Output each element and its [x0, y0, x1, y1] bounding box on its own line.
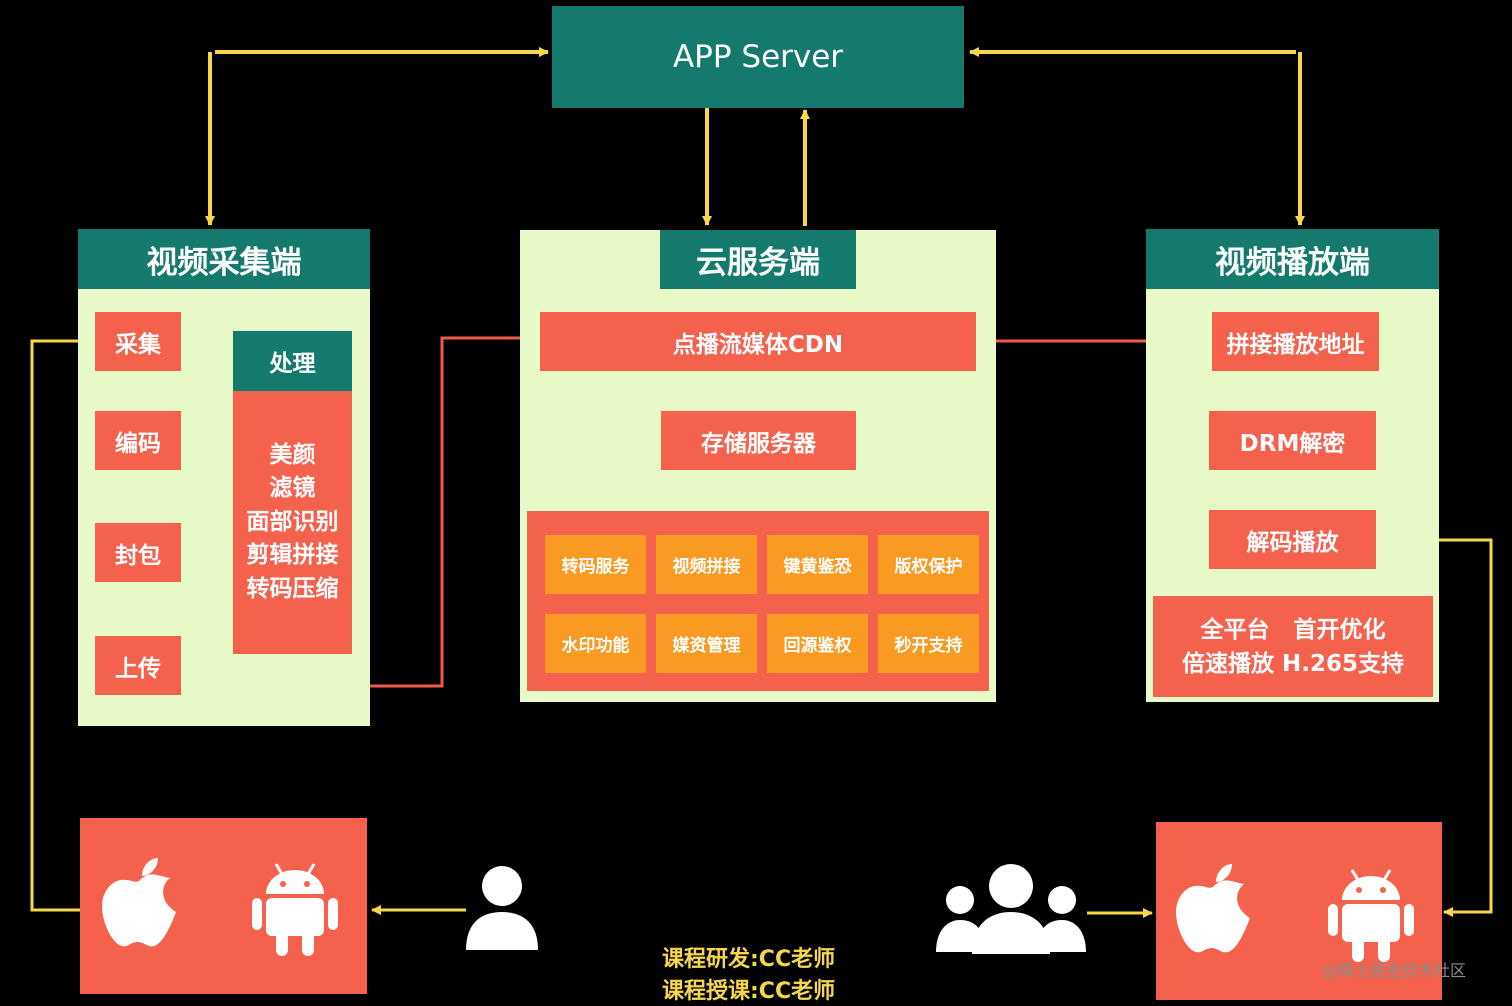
decode-step: 解码播放	[1209, 510, 1376, 569]
process-item: 美颜	[269, 441, 316, 468]
android-icon	[1328, 869, 1414, 962]
service-tile: 版权保护	[878, 535, 979, 594]
apple-icon	[102, 858, 176, 947]
footer-teaching: 课程授课:CC老师	[662, 979, 836, 1004]
service-tile: 水印功能	[545, 614, 646, 673]
app-server-box: APP Server	[552, 6, 964, 108]
cdn-box: 点播流媒体CDN	[540, 312, 976, 371]
service-tile: 回源鉴权	[767, 614, 868, 673]
cloud-title: 云服务端	[660, 230, 856, 289]
user-icon	[466, 866, 538, 950]
process-item: 转码压缩	[246, 575, 339, 602]
android-icon	[252, 863, 338, 956]
capture-title: 视频采集端	[78, 229, 370, 289]
service-tile: 媒资管理	[656, 614, 757, 673]
storage-box: 存储服务器	[661, 411, 856, 470]
splice-url-step: 拼接播放地址	[1212, 312, 1379, 371]
process-item: 滤镜	[269, 475, 316, 502]
process-item: 面部识别	[246, 508, 339, 535]
left-devices-box	[80, 818, 367, 994]
footer-credits: 课程研发:CC老师 课程授课:CC老师	[662, 944, 835, 1006]
service-tile: 键黄鉴恐	[767, 535, 868, 594]
player-title: 视频播放端	[1146, 229, 1439, 289]
process-list: 美颜 滤镜 面部识别 剪辑拼接 转码压缩	[233, 391, 352, 654]
collect-step: 采集	[95, 312, 181, 371]
encode-step: 编码	[95, 411, 181, 470]
process-title: 处理	[233, 331, 352, 391]
service-tile: 秒开支持	[878, 614, 979, 673]
apple-icon	[1176, 864, 1250, 953]
users-group-icon	[936, 864, 1086, 954]
upload-step: 上传	[95, 636, 181, 695]
watermark: @稀土掘金技术社区	[1322, 961, 1467, 980]
package-step: 封包	[95, 523, 181, 582]
footer-research: 课程研发:CC老师	[662, 947, 836, 972]
service-tile: 转码服务	[545, 535, 646, 594]
features-line-1: 全平台 首开优化	[1200, 616, 1386, 643]
process-item: 剪辑拼接	[246, 542, 339, 569]
player-features: 全平台 首开优化 倍速播放 H.265支持	[1153, 596, 1433, 697]
service-tile: 视频拼接	[656, 535, 757, 594]
features-line-2: 倍速播放 H.265支持	[1181, 650, 1404, 677]
right-devices-box	[1156, 822, 1442, 1000]
drm-step: DRM解密	[1209, 411, 1376, 470]
